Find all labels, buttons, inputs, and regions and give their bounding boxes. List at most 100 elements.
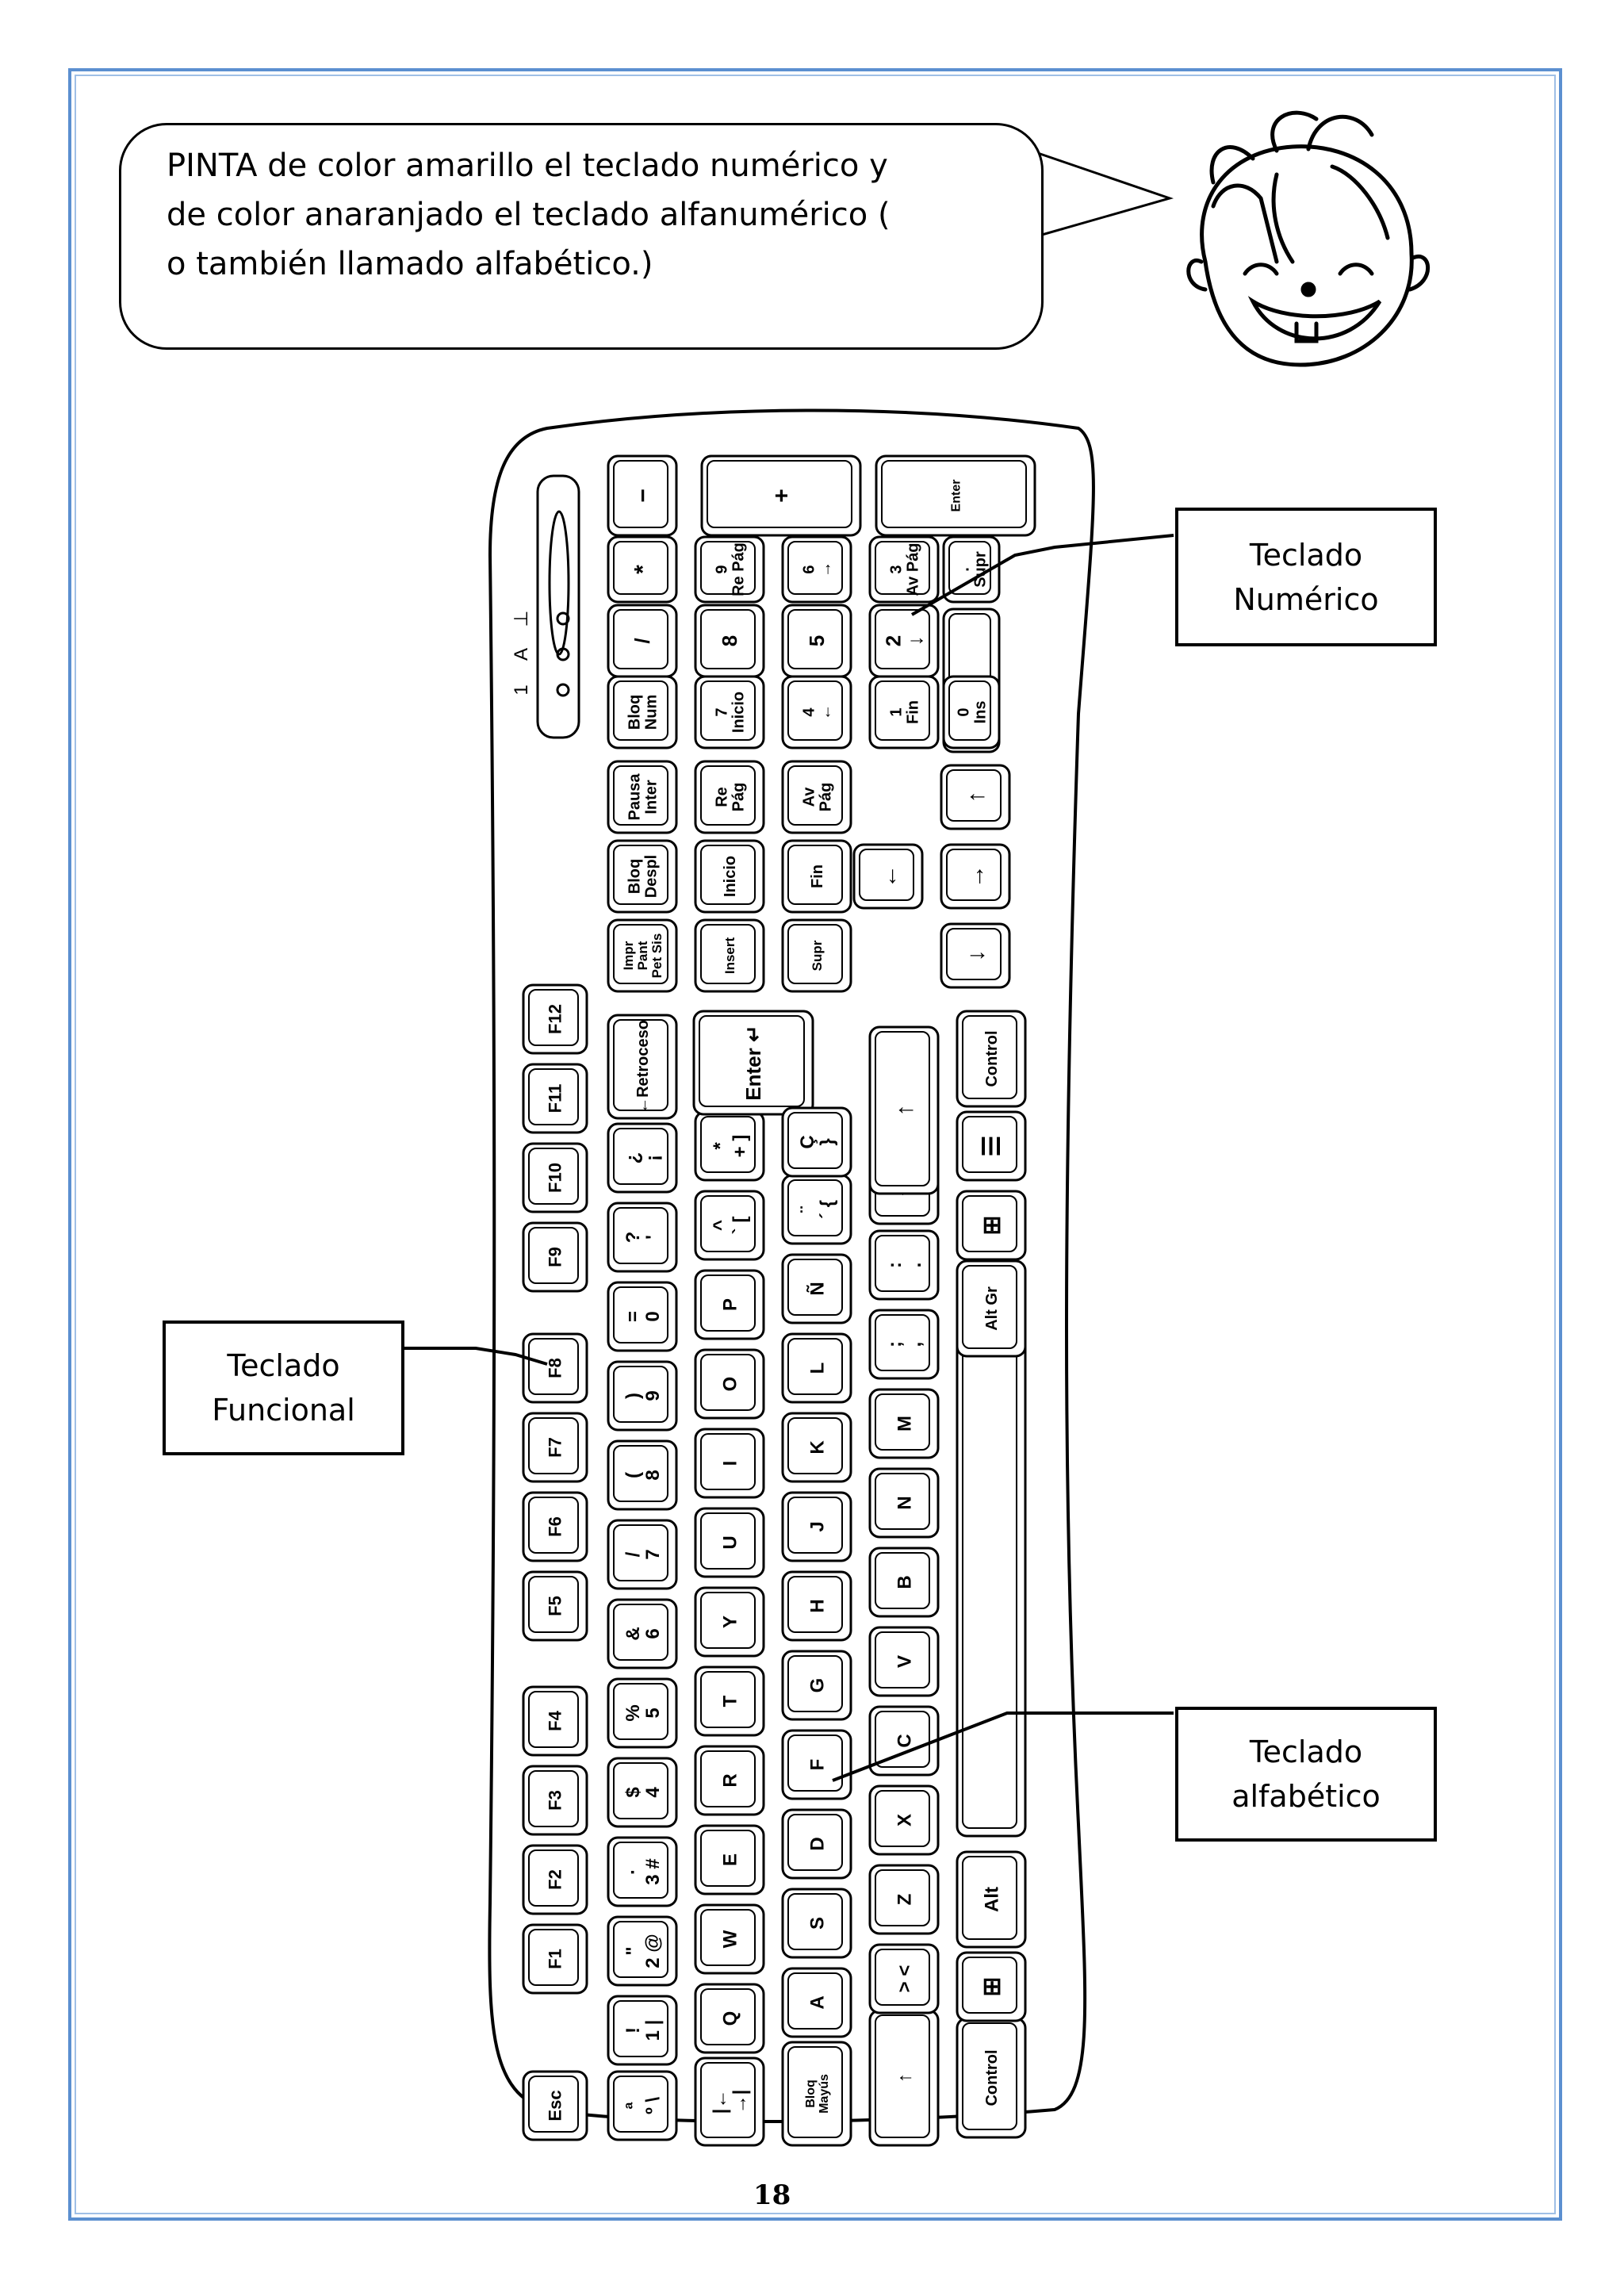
indicator-led: [556, 647, 570, 661]
function-key: F3: [522, 1765, 588, 1836]
numpad-key: +: [700, 454, 862, 537]
svg-text:BloqNum: BloqNum: [626, 695, 661, 730]
svg-text:$4: $4: [622, 1787, 664, 1798]
svg-text:F12: F12: [546, 1004, 565, 1034]
alt-gr-key: Alt Gr: [956, 1259, 1027, 1358]
svg-text:↑: ↑: [894, 2073, 915, 2083]
number-key: $4: [607, 1757, 678, 1828]
number-key: /7: [607, 1519, 678, 1590]
indicator-panel: [536, 474, 580, 739]
svg-text:←Retroceso: ←Retroceso: [634, 1020, 652, 1114]
svg-text:3Av Pág: 3Av Pág: [888, 542, 922, 596]
letter-key: E: [694, 1824, 765, 1895]
numpad-key: 0Ins: [942, 675, 1001, 749]
svg-text:/: /: [630, 638, 654, 643]
svg-text:↑: ↑: [963, 792, 990, 803]
label-line: Numérico: [1233, 581, 1379, 617]
instruction-text: PINTA de color amarillo el teclado numér…: [167, 141, 1023, 289]
letter-key: *+ ]: [694, 1110, 765, 1182]
svg-text:8: 8: [718, 635, 741, 646]
letter-key: B: [868, 1547, 940, 1618]
label-line: Funcional: [212, 1393, 355, 1428]
label-line: Teclado: [227, 1348, 340, 1383]
letter-key: I: [694, 1428, 765, 1499]
label-function-keys: Teclado Funcional: [163, 1320, 404, 1455]
svg-text:F9: F9: [546, 1247, 565, 1267]
svg-text:I: I: [719, 1461, 741, 1466]
svg-text:6→: 6→: [801, 562, 835, 577]
function-key: F7: [522, 1412, 588, 1483]
svg-text:F6: F6: [546, 1516, 565, 1537]
svg-text:0Ins: 0Ins: [956, 701, 990, 724]
nav-key: BloqDespl: [607, 839, 678, 914]
numpad-key: *: [607, 535, 678, 604]
function-key: F10: [522, 1142, 588, 1213]
page-number: 18: [753, 2179, 791, 2211]
letter-key: W: [694, 1903, 765, 1975]
svg-text:BloqMayús: BloqMayús: [804, 2074, 831, 2114]
letter-key: |←→|: [694, 2056, 765, 2147]
svg-text:=0: =0: [622, 1311, 664, 1322]
numeric-pointer-line: [911, 534, 1174, 616]
svg-text:⊞: ⊞: [979, 1976, 1005, 1996]
letter-key: Q: [694, 1983, 765, 2054]
svg-text:)9: )9: [622, 1390, 664, 1401]
svg-text:T: T: [719, 1695, 741, 1707]
number-key: ?': [607, 1202, 678, 1273]
numpad-key: 1Fin: [868, 675, 940, 749]
svg-text:Control: Control: [983, 2049, 1001, 2106]
svg-text:Ñ: Ñ: [806, 1282, 828, 1295]
alphabetic-pointer-line: [832, 1711, 1174, 1782]
svg-text:PausaInter: PausaInter: [626, 773, 661, 821]
letter-key: P: [694, 1269, 765, 1340]
function-key: Esc: [522, 2070, 588, 2141]
functional-pointer-line: [404, 1347, 548, 1366]
nav-key: Supr: [781, 918, 852, 993]
svg-text::.: :.: [884, 1262, 925, 1268]
instruction-line: PINTA de color amarillo el teclado numér…: [167, 148, 888, 184]
svg-text:V: V: [894, 1655, 915, 1668]
svg-text:> <: > <: [894, 1965, 915, 1993]
letter-key: N: [868, 1467, 940, 1539]
letter-key: S: [781, 1888, 852, 1959]
function-key: F9: [522, 1221, 588, 1293]
numpad-key: −: [607, 454, 678, 537]
letter-key: Z: [868, 1864, 940, 1935]
svg-text:F2: F2: [546, 1869, 565, 1890]
windows-key: ⊞: [956, 1951, 1027, 2022]
letter-key: K: [781, 1412, 852, 1483]
svg-text:J: J: [806, 1521, 828, 1531]
number-key: ·3 #: [607, 1836, 678, 1907]
svg-text:Q: Q: [719, 2011, 741, 2026]
svg-text:☰: ☰: [979, 1136, 1005, 1157]
svg-text:U: U: [719, 1535, 741, 1549]
svg-text:!1 |: !1 |: [622, 2020, 664, 2041]
letter-key: BloqMayús: [781, 2041, 852, 2147]
letter-key: H: [781, 1570, 852, 1642]
letter-key: D: [781, 1808, 852, 1880]
indicator-label: A: [511, 648, 532, 661]
svg-text:ImprPantPet Sis: ImprPantPet Sis: [621, 933, 665, 979]
numpad-key: 6→: [781, 535, 852, 604]
nav-key: AvPág: [781, 760, 852, 834]
function-key: F2: [522, 1844, 588, 1915]
svg-text:F5: F5: [546, 1596, 565, 1616]
svg-text:M: M: [894, 1416, 915, 1432]
letter-key: F: [781, 1729, 852, 1800]
enter-key: Enter ↵: [692, 1010, 814, 1116]
function-key: F8: [522, 1332, 588, 1404]
svg-text:BloqDespl: BloqDespl: [626, 855, 661, 898]
page-border: [68, 68, 1562, 2221]
letter-key: J: [781, 1491, 852, 1562]
svg-text:|←→|: |←→|: [710, 2090, 751, 2114]
indicator-label: ⊥: [511, 611, 532, 627]
svg-text:→: →: [963, 864, 990, 888]
label-line: alfabético: [1231, 1779, 1381, 1814]
svg-text:C: C: [894, 1734, 915, 1747]
letter-key: G: [781, 1650, 852, 1721]
numpad-key: Enter: [875, 454, 1036, 537]
numpad-key: BloqNum: [607, 675, 678, 749]
svg-text:←: ←: [876, 864, 902, 888]
svg-text:F: F: [806, 1759, 828, 1771]
